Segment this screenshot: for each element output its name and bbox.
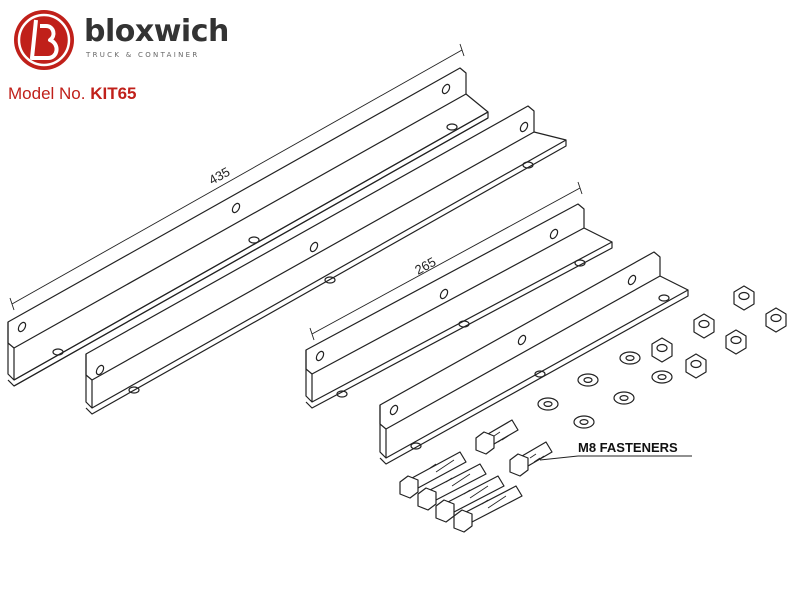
angle-bar-long-1 <box>7 67 489 387</box>
dimension-label-long: 435 <box>206 164 232 188</box>
dimension-line-short <box>309 181 583 341</box>
dimension-line-long <box>9 43 465 311</box>
washer <box>573 415 595 429</box>
bolt <box>453 485 523 533</box>
washer <box>613 391 635 405</box>
bolts <box>399 419 553 533</box>
angle-bar-short-2 <box>379 251 689 465</box>
model-number: Model No. KIT65 <box>8 84 137 104</box>
model-label: Model No. <box>8 84 86 103</box>
bolt <box>399 451 467 499</box>
washer <box>651 370 673 384</box>
angle-bar-long-2 <box>85 105 567 415</box>
washer <box>537 397 559 411</box>
washer <box>619 351 641 365</box>
angle-bar-short-1 <box>305 203 613 409</box>
brand-tagline: TRUCK & CONTAINER <box>86 51 200 59</box>
bolt <box>417 463 487 511</box>
washers <box>537 351 673 429</box>
nut <box>693 313 715 339</box>
brand-logo-icon <box>14 10 74 70</box>
fasteners-label: M8 FASTENERS <box>578 440 678 455</box>
nut <box>651 337 673 363</box>
washer <box>577 373 599 387</box>
brand-name: bloxwich <box>84 14 229 49</box>
fasteners-leader-line <box>539 455 692 461</box>
nut <box>685 353 707 379</box>
bolt <box>509 441 553 477</box>
nut <box>733 285 755 311</box>
nuts <box>651 285 787 379</box>
nut <box>725 329 747 355</box>
bolt <box>475 419 519 455</box>
nut <box>765 307 787 333</box>
dimension-label-short: 265 <box>412 254 438 278</box>
model-code: KIT65 <box>90 84 137 103</box>
